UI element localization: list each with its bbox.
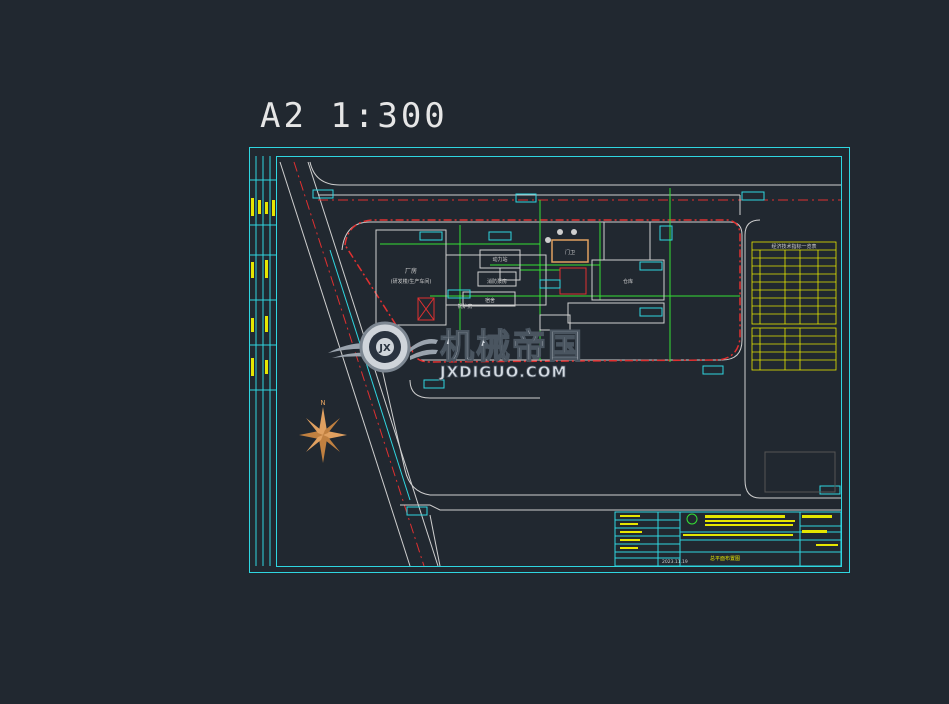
building-cluster xyxy=(445,221,665,331)
equipment xyxy=(417,267,587,321)
boiler-room-label: 锅炉房 xyxy=(457,303,472,310)
sheet-scale-label: A2 1:300 xyxy=(260,96,448,136)
callout-tags xyxy=(312,189,841,516)
guard-room-label: 门卫 xyxy=(565,249,575,256)
main-building-note: (研发楼/生产车间) xyxy=(391,278,432,285)
watermark-en: JXDIGUO.COM xyxy=(439,363,567,381)
compass-icon: N xyxy=(299,399,347,463)
warehouse-label: 仓库 xyxy=(623,278,633,285)
drawing-title: 总平面布置图 xyxy=(710,555,740,562)
reserved-area xyxy=(764,451,836,493)
utility-a-label: 动力站 xyxy=(492,256,507,263)
title-block-text xyxy=(620,515,838,549)
gear-icon: JX xyxy=(359,321,411,373)
watermark-logo: JX 机械帝国 JXDIGUO.COM xyxy=(328,321,584,381)
legend-title: 经济技术指标一览表 xyxy=(771,243,816,250)
drawing-date: 2023.11.19 xyxy=(662,559,688,565)
site-boundary xyxy=(344,219,741,363)
svg-text:JX: JX xyxy=(378,343,391,354)
tree-dots xyxy=(545,229,577,243)
company-logo-icon xyxy=(686,513,698,525)
sheet-border xyxy=(249,147,850,573)
legend-table xyxy=(751,241,837,371)
dormitory-label: 宿舍 xyxy=(485,297,495,304)
watermark-cn: 机械帝国 xyxy=(440,327,584,367)
guard-room[interactable] xyxy=(551,239,589,263)
svg-text:N: N xyxy=(320,399,325,407)
utility-b-label: 消防泵房 xyxy=(487,278,507,285)
main-building-label: 厂房 xyxy=(405,267,417,275)
dimension-lines xyxy=(380,188,740,362)
revision-strip-text xyxy=(251,198,275,376)
title-block xyxy=(614,511,842,567)
revision-strip xyxy=(249,156,276,566)
